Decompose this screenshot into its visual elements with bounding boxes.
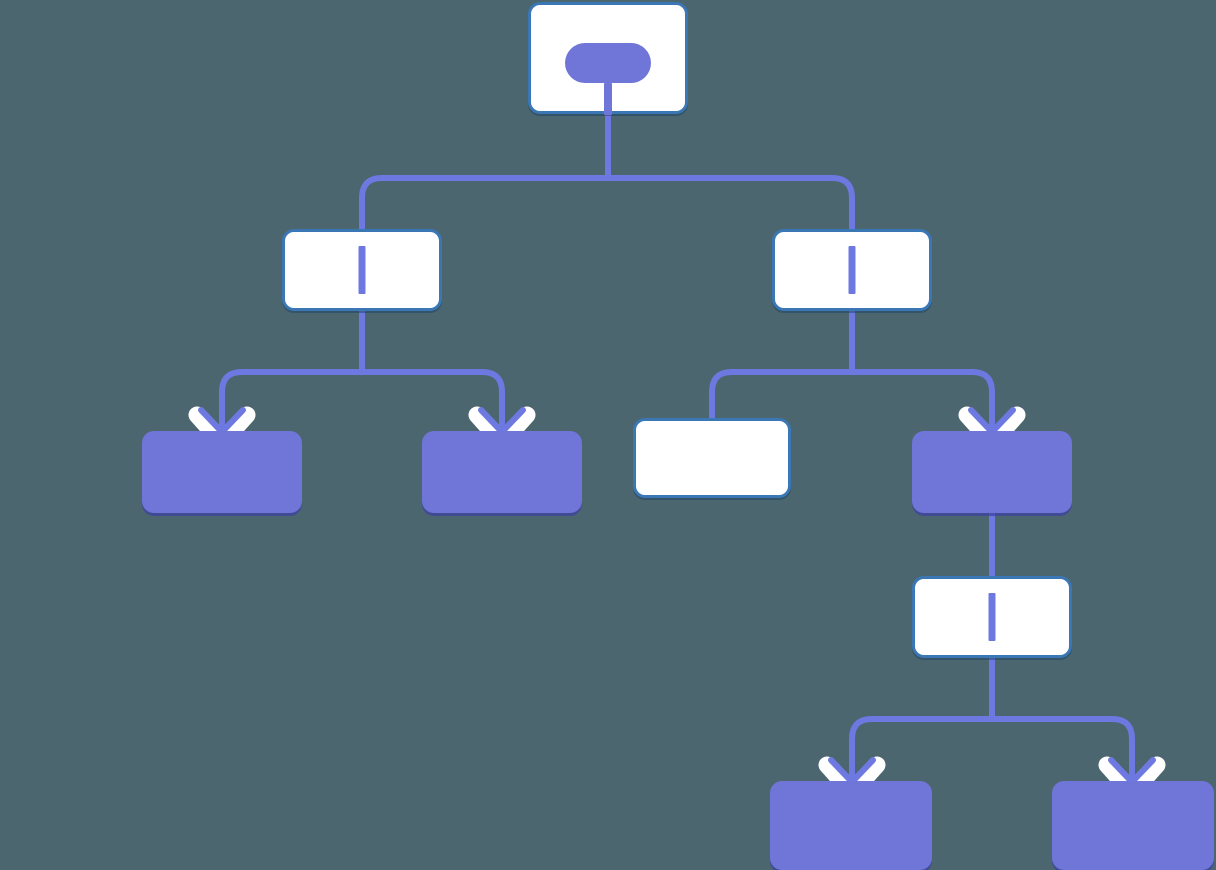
node-leaf-a[interactable] [142, 431, 302, 513]
branch-left-inner-line [358, 246, 366, 294]
pin-icon [565, 43, 651, 115]
node-leaf-d[interactable] [770, 781, 932, 870]
node-leaf-e[interactable] [1052, 781, 1214, 870]
node-branch-right[interactable] [772, 229, 932, 311]
node-leaf-b[interactable] [422, 431, 582, 513]
node-leaf-c[interactable] [633, 418, 791, 498]
node-branch-deep[interactable] [912, 431, 1072, 513]
node-mid-deep[interactable] [912, 576, 1072, 658]
branch-right-inner-line [848, 246, 856, 294]
node-root[interactable] [528, 2, 688, 115]
mid-deep-inner-line [988, 593, 996, 641]
node-branch-left[interactable] [282, 229, 442, 311]
pin-stem-icon [604, 83, 612, 115]
pin-head-icon [565, 43, 651, 83]
